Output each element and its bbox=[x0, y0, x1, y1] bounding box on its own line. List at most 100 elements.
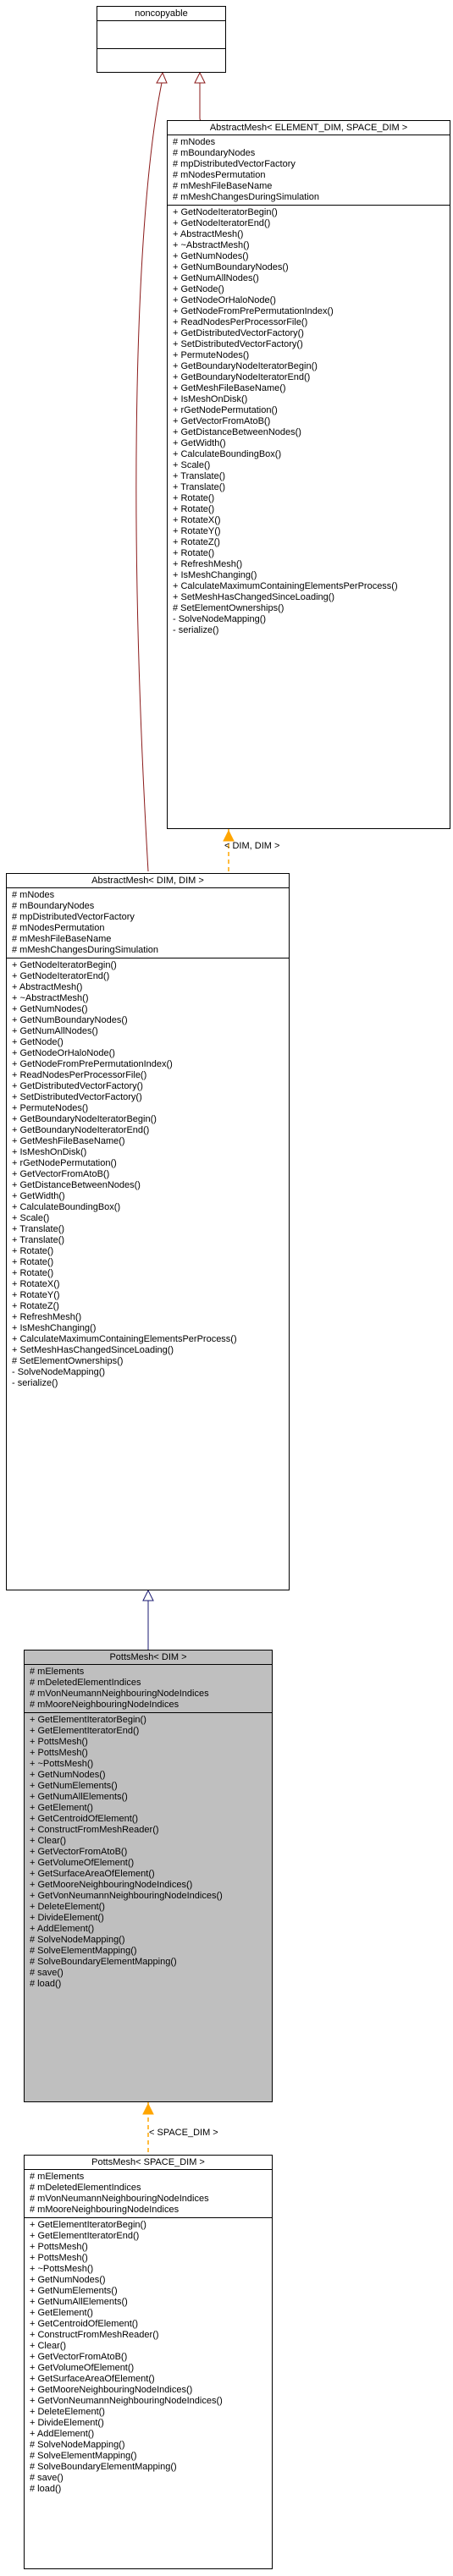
method-item[interactable]: + GetNodeIteratorBegin() bbox=[173, 207, 278, 217]
method-item[interactable]: + IsMeshChanging() bbox=[12, 1323, 97, 1333]
attribute-item[interactable]: # mBoundaryNodes bbox=[12, 901, 95, 911]
method-item[interactable]: + ReadNodesPerProcessorFile() bbox=[12, 1070, 147, 1080]
method-item[interactable]: - SolveNodeMapping() bbox=[173, 614, 267, 624]
method-item[interactable]: + GetNumElements() bbox=[30, 1781, 118, 1791]
method-item[interactable]: + RotateX() bbox=[173, 515, 221, 525]
method-item[interactable]: + GetElementIteratorEnd() bbox=[30, 1726, 140, 1736]
method-item[interactable]: + SetMeshHasChangedSinceLoading() bbox=[173, 592, 335, 602]
method-item[interactable]: + GetBoundaryNodeIteratorEnd() bbox=[173, 372, 311, 382]
method-item[interactable]: + GetMeshFileBaseName() bbox=[12, 1136, 125, 1146]
method-item[interactable]: + GetNodeOrHaloNode() bbox=[173, 295, 276, 305]
method-item[interactable]: - serialize() bbox=[12, 1378, 58, 1388]
method-item[interactable]: + PermuteNodes() bbox=[173, 350, 250, 360]
method-item[interactable]: + DeleteElement() bbox=[30, 2407, 105, 2417]
method-item[interactable]: + GetBoundaryNodeIteratorEnd() bbox=[12, 1125, 150, 1135]
method-item[interactable]: + ~PottsMesh() bbox=[30, 1759, 94, 1769]
method-item[interactable]: + GetNumAllElements() bbox=[30, 1792, 128, 1802]
method-item[interactable]: + GetWidth() bbox=[12, 1191, 65, 1201]
method-item[interactable]: + GetNodeIteratorEnd() bbox=[173, 218, 271, 228]
method-item[interactable]: # load() bbox=[30, 2484, 62, 2494]
method-item[interactable]: + GetElementIteratorEnd() bbox=[30, 2231, 140, 2241]
method-item[interactable]: + GetNodeIteratorBegin() bbox=[12, 960, 117, 970]
method-item[interactable]: + GetMooreNeighbouringNodeIndices() bbox=[30, 2385, 193, 2395]
method-item[interactable]: # SetElementOwnerships() bbox=[12, 1356, 124, 1366]
method-item[interactable]: + GetVonNeumannNeighbouringNodeIndices() bbox=[30, 2396, 223, 2406]
method-item[interactable]: + AbstractMesh() bbox=[173, 229, 244, 239]
method-item[interactable]: + Translate() bbox=[12, 1235, 65, 1245]
method-item[interactable]: # SolveBoundaryElementMapping() bbox=[30, 2462, 177, 2472]
method-item[interactable]: + Translate() bbox=[173, 471, 226, 481]
method-item[interactable]: + RotateY() bbox=[173, 526, 221, 536]
method-item[interactable]: # save() bbox=[30, 2473, 64, 2483]
method-item[interactable]: + GetCentroidOfElement() bbox=[30, 1814, 139, 1824]
method-item[interactable]: + GetSurfaceAreaOfElement() bbox=[30, 2374, 155, 2384]
class-abstractmesh-element-space[interactable]: AbstractMesh< ELEMENT_DIM, SPACE_DIM > #… bbox=[167, 120, 450, 829]
attribute-item[interactable]: # mMooreNeighbouringNodeIndices bbox=[30, 1700, 180, 1710]
attribute-item[interactable]: # mMeshFileBaseName bbox=[12, 934, 112, 944]
method-item[interactable]: + PottsMesh() bbox=[30, 1748, 88, 1758]
method-item[interactable]: + GetNumAllElements() bbox=[30, 2297, 128, 2307]
method-item[interactable]: + DeleteElement() bbox=[30, 1902, 105, 1912]
method-item[interactable]: + GetNumElements() bbox=[30, 2286, 118, 2296]
method-item[interactable]: + GetDistributedVectorFactory() bbox=[12, 1081, 143, 1091]
method-item[interactable]: + RotateZ() bbox=[173, 537, 220, 547]
attribute-item[interactable]: # mMeshChangesDuringSimulation bbox=[173, 192, 320, 202]
method-item[interactable]: # SetElementOwnerships() bbox=[173, 603, 285, 613]
method-item[interactable]: + DivideElement() bbox=[30, 2418, 104, 2428]
method-item[interactable]: + GetNodeIteratorEnd() bbox=[12, 971, 110, 981]
method-item[interactable]: + GetSurfaceAreaOfElement() bbox=[30, 1869, 155, 1879]
method-item[interactable]: + Rotate() bbox=[173, 548, 215, 558]
method-item[interactable]: + GetNumAllNodes() bbox=[12, 1026, 98, 1036]
method-item[interactable]: + GetNumBoundaryNodes() bbox=[12, 1015, 128, 1025]
attribute-item[interactable]: # mVonNeumannNeighbouringNodeIndices bbox=[30, 2194, 209, 2204]
method-item[interactable]: # SolveElementMapping() bbox=[30, 1946, 137, 1956]
method-item[interactable]: + PermuteNodes() bbox=[12, 1103, 89, 1113]
attribute-item[interactable]: # mBoundaryNodes bbox=[173, 148, 256, 158]
class-noncopyable[interactable]: noncopyable bbox=[97, 6, 226, 73]
method-item[interactable]: + CalculateMaximumContainingElementsPerP… bbox=[12, 1334, 237, 1344]
method-item[interactable]: + GetElement() bbox=[30, 2308, 93, 2318]
method-item[interactable]: + CalculateBoundingBox() bbox=[173, 449, 282, 459]
method-item[interactable]: + GetNodeFromPrePermutationIndex() bbox=[12, 1059, 173, 1069]
method-item[interactable]: - serialize() bbox=[173, 625, 219, 635]
method-item[interactable]: + CalculateMaximumContainingElementsPerP… bbox=[173, 581, 398, 591]
method-item[interactable]: + ~PottsMesh() bbox=[30, 2264, 94, 2274]
method-item[interactable]: + AddElement() bbox=[30, 1924, 95, 1934]
method-item[interactable]: + RotateZ() bbox=[12, 1301, 59, 1311]
method-item[interactable]: + SetMeshHasChangedSinceLoading() bbox=[12, 1345, 174, 1355]
method-item[interactable]: + Scale() bbox=[173, 460, 211, 470]
attribute-item[interactable]: # mpDistributedVectorFactory bbox=[173, 159, 296, 169]
method-item[interactable]: + Clear() bbox=[30, 2341, 67, 2351]
method-item[interactable]: + GetBoundaryNodeIteratorBegin() bbox=[173, 361, 318, 371]
attribute-item[interactable]: # mMeshFileBaseName bbox=[173, 181, 273, 191]
method-item[interactable]: + GetNode() bbox=[173, 284, 224, 294]
method-item[interactable]: + GetNumNodes() bbox=[30, 1770, 106, 1780]
method-item[interactable]: + SetDistributedVectorFactory() bbox=[173, 339, 303, 349]
method-item[interactable]: + GetElement() bbox=[30, 1803, 93, 1813]
method-item[interactable]: + IsMeshOnDisk() bbox=[173, 394, 248, 404]
method-item[interactable]: + GetNumNodes() bbox=[30, 2275, 106, 2285]
method-item[interactable]: # SolveNodeMapping() bbox=[30, 1935, 125, 1945]
method-item[interactable]: # load() bbox=[30, 1979, 62, 1989]
method-item[interactable]: + GetVectorFromAtoB() bbox=[30, 1847, 128, 1857]
method-item[interactable]: # save() bbox=[30, 1968, 64, 1978]
method-item[interactable]: + RotateY() bbox=[12, 1290, 60, 1300]
method-item[interactable]: + GetElementIteratorBegin() bbox=[30, 1715, 146, 1725]
method-item[interactable]: + SetDistributedVectorFactory() bbox=[12, 1092, 142, 1102]
method-item[interactable]: + GetNumAllNodes() bbox=[173, 273, 259, 283]
method-item[interactable]: + PottsMesh() bbox=[30, 1737, 88, 1747]
method-item[interactable]: + ~AbstractMesh() bbox=[173, 240, 250, 250]
attribute-item[interactable]: # mMooreNeighbouringNodeIndices bbox=[30, 2205, 180, 2215]
method-item[interactable]: + AbstractMesh() bbox=[12, 982, 83, 992]
method-item[interactable]: + Rotate() bbox=[173, 504, 215, 514]
method-item[interactable]: + GetVectorFromAtoB() bbox=[30, 2352, 128, 2362]
method-item[interactable]: + GetNumBoundaryNodes() bbox=[173, 262, 289, 272]
attribute-item[interactable]: # mNodesPermutation bbox=[12, 923, 105, 933]
class-pottsmesh-dim[interactable]: PottsMesh< DIM > # mElements# mDeletedEl… bbox=[24, 1650, 273, 2102]
method-item[interactable]: + ConstructFromMeshReader() bbox=[30, 2330, 159, 2340]
method-item[interactable]: + GetElementIteratorBegin() bbox=[30, 2220, 146, 2230]
method-item[interactable]: + GetMeshFileBaseName() bbox=[173, 383, 286, 393]
method-item[interactable]: + CalculateBoundingBox() bbox=[12, 1202, 121, 1212]
method-item[interactable]: # SolveNodeMapping() bbox=[30, 2440, 125, 2450]
method-item[interactable]: + Clear() bbox=[30, 1836, 67, 1846]
